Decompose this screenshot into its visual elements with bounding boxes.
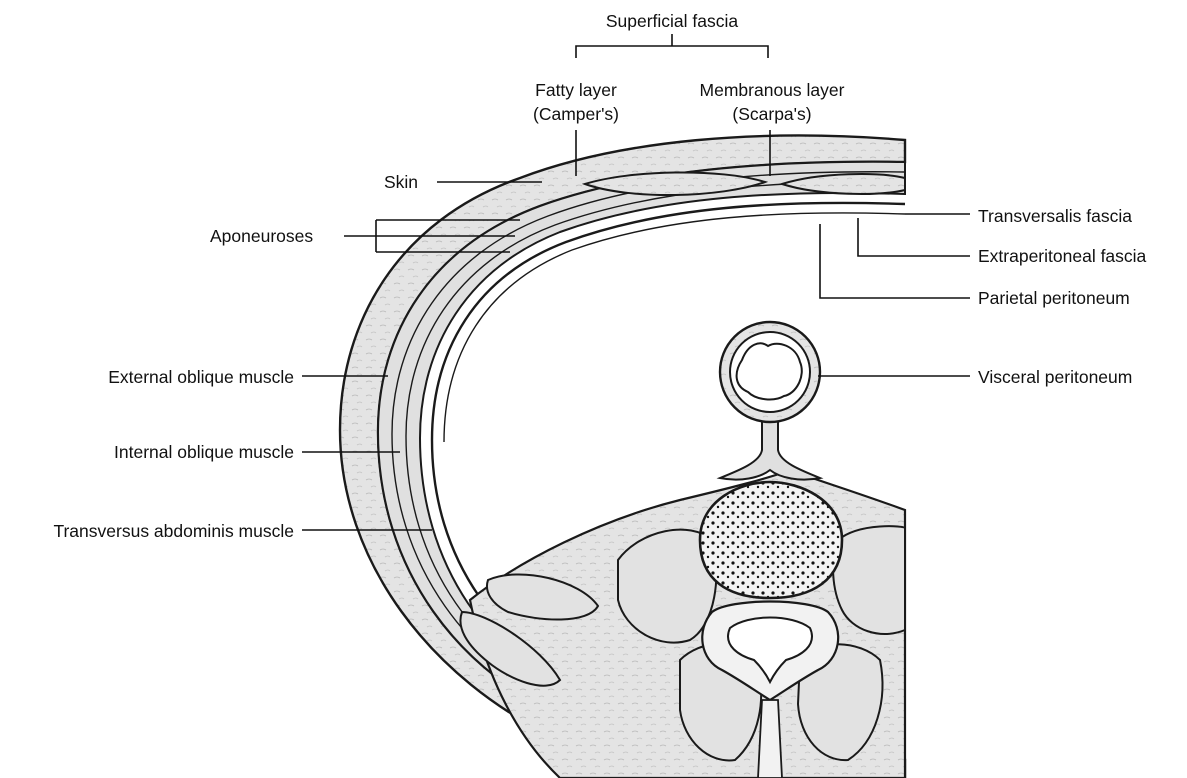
parietal-peritoneum-leader — [820, 224, 970, 298]
posterior-structures — [460, 470, 905, 778]
transversus-abdominis-label: Transversus abdominis muscle — [53, 521, 294, 541]
vertebral-body — [700, 482, 842, 598]
membranous-layer-label-line1: Membranous layer — [700, 80, 845, 100]
intestinal-lumen — [737, 343, 802, 399]
superficial-fascia-label: Superficial fascia — [606, 11, 739, 31]
extraperitoneal-fascia-label: Extraperitoneal fascia — [978, 246, 1147, 266]
skin-label: Skin — [384, 172, 418, 192]
superficial-fascia-callout: Superficial fascia — [576, 11, 768, 58]
membranous-layer-label-line2: (Scarpa's) — [732, 104, 811, 124]
transversalis-fascia-label: Transversalis fascia — [978, 206, 1132, 226]
visceral-peritoneum-label: Visceral peritoneum — [978, 367, 1132, 387]
transversalis-fascia-callout: Transversalis fascia — [905, 206, 1132, 226]
fatty-layer-label-line1: Fatty layer — [535, 80, 617, 100]
fatty-layer-label-line2: (Camper's) — [533, 104, 619, 124]
visceral-peritoneum-callout: Visceral peritoneum — [818, 367, 1132, 387]
superficial-fascia-bracket — [576, 34, 768, 58]
external-oblique-label: External oblique muscle — [108, 367, 294, 387]
spinous-process — [758, 700, 782, 778]
intestine-with-mesentery — [720, 322, 820, 480]
parietal-peritoneum-label: Parietal peritoneum — [978, 288, 1130, 308]
extraperitoneal-fascia-leader — [858, 218, 970, 256]
aponeuroses-label: Aponeuroses — [210, 226, 313, 246]
internal-oblique-label: Internal oblique muscle — [114, 442, 294, 462]
parietal-peritoneum-callout: Parietal peritoneum — [820, 224, 1130, 308]
